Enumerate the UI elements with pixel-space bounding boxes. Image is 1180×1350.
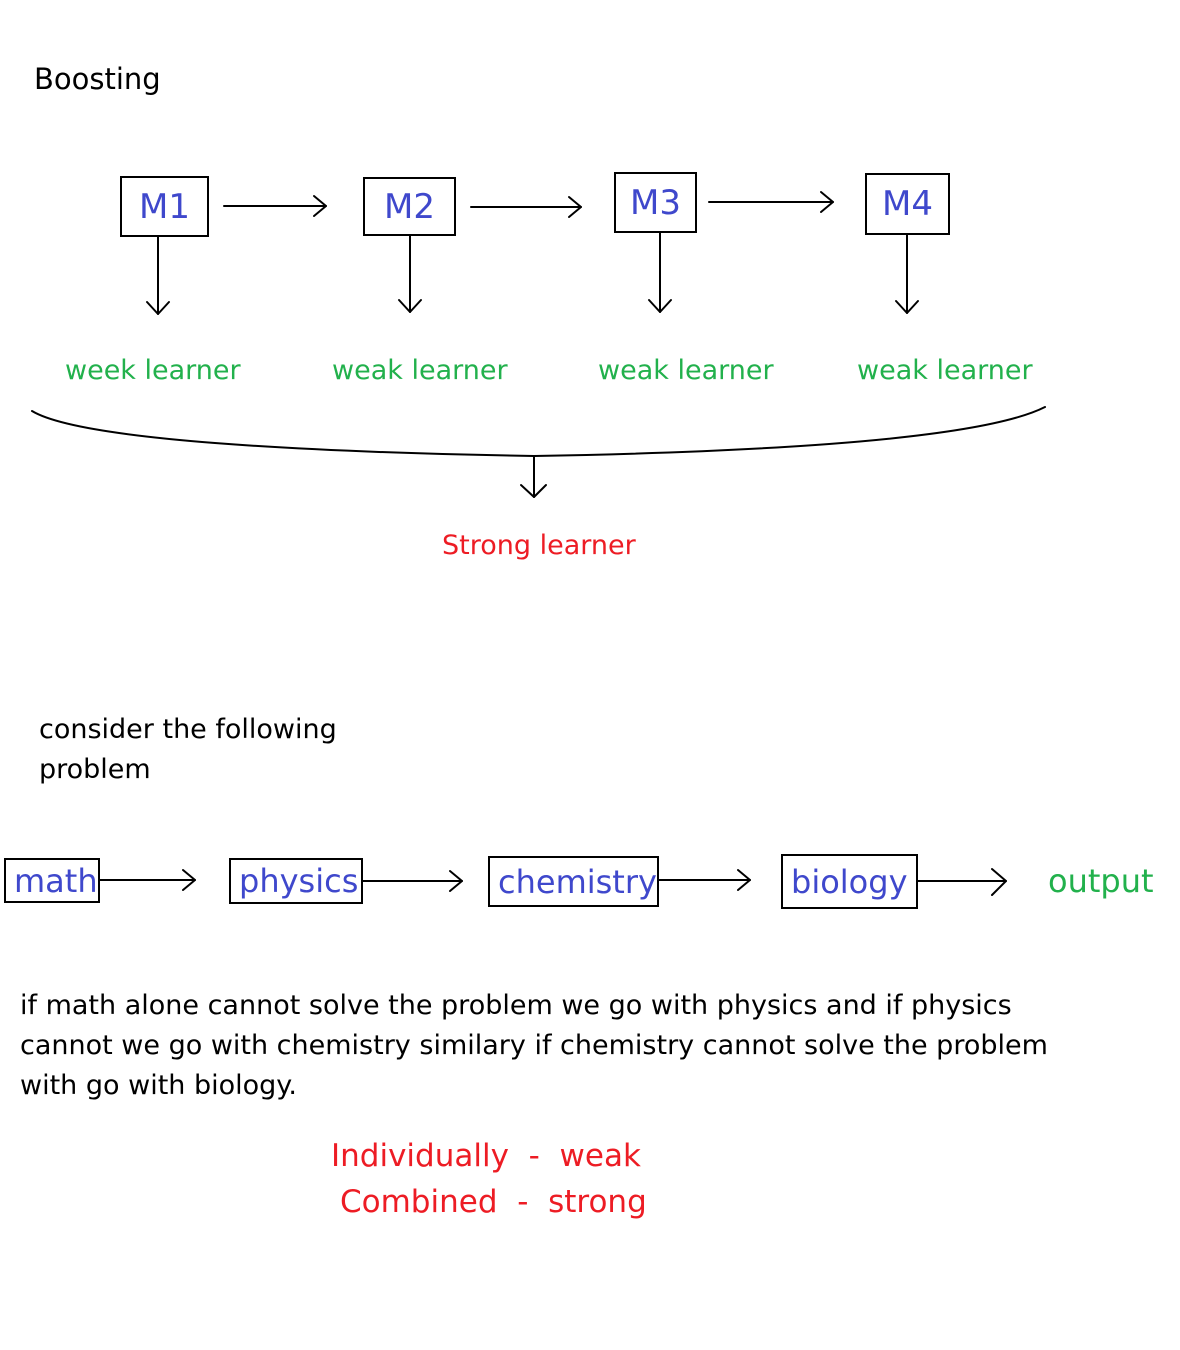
- output-label: output: [1048, 862, 1154, 900]
- model-m1-label: M1: [139, 186, 190, 227]
- arrow-m2-down: [398, 234, 422, 313]
- arrow-m4-down: [895, 233, 919, 314]
- arrow-biology-output: [917, 868, 1007, 896]
- subject-math-label: math: [14, 861, 98, 900]
- subject-physics-label: physics: [239, 862, 359, 900]
- subject-biology-label: biology: [791, 862, 908, 901]
- arrow-m3-m4: [708, 191, 834, 213]
- subject-chemistry-box: chemistry: [488, 856, 659, 907]
- arrow-m3-down: [648, 231, 672, 313]
- arrow-math-physics: [99, 869, 196, 891]
- subject-chemistry-label: chemistry: [498, 862, 657, 901]
- arrow-physics-chemistry: [362, 870, 463, 892]
- subject-math-box: math: [4, 858, 100, 903]
- model-m3-label: M3: [630, 182, 681, 223]
- subject-biology-box: biology: [781, 854, 918, 909]
- model-m4-box: M4: [865, 173, 950, 235]
- arrow-strong-down: [520, 456, 547, 498]
- arrow-m1-m2: [223, 195, 327, 217]
- page-title: Boosting: [34, 62, 161, 96]
- learner-label-2: weak learner: [332, 355, 508, 386]
- explanation-paragraph: if math alone cannot solve the problem w…: [20, 990, 1048, 1101]
- learner-label-1: week learner: [65, 355, 241, 386]
- arrow-m2-m3: [470, 196, 582, 218]
- strong-learner-label: Strong learner: [442, 530, 636, 561]
- arrow-chemistry-biology: [658, 869, 751, 891]
- learner-label-4: weak learner: [857, 355, 1033, 386]
- model-m2-box: M2: [363, 177, 456, 236]
- summary-individually: Individually - weak: [331, 1138, 641, 1174]
- subject-physics-box: physics: [229, 858, 363, 904]
- model-m1-box: M1: [120, 176, 209, 237]
- model-m4-label: M4: [882, 184, 933, 224]
- learner-label-3: weak learner: [598, 355, 774, 386]
- summary-combined: Combined - strong: [340, 1184, 647, 1220]
- model-m3-box: M3: [614, 172, 697, 233]
- consider-text: consider the following problem: [39, 714, 337, 785]
- combine-brace: [31, 406, 1046, 457]
- arrow-m1-down: [146, 235, 170, 315]
- model-m2-label: M2: [384, 186, 435, 227]
